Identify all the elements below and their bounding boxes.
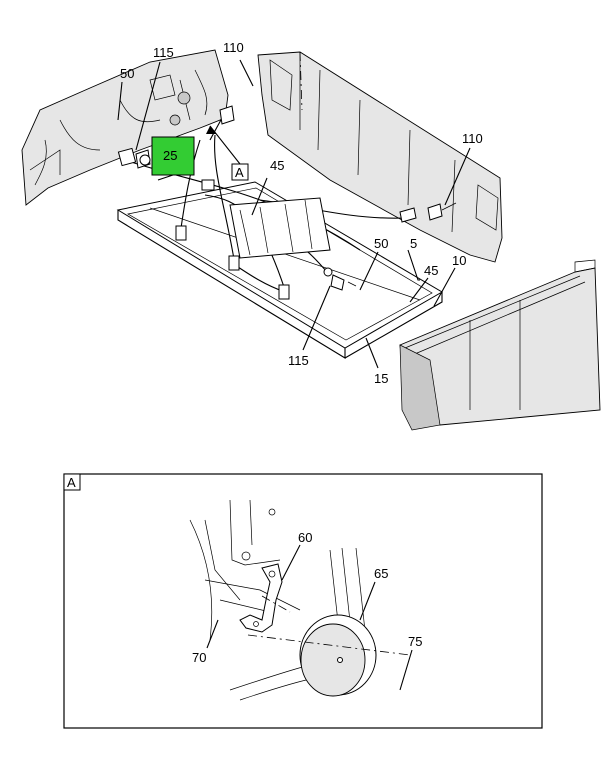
callout-view-ref[interactable]: A xyxy=(235,165,244,180)
callout-110-top[interactable]: 110 xyxy=(223,40,244,55)
lower-connector xyxy=(323,267,357,291)
detail-label[interactable]: A xyxy=(67,475,76,490)
callout-10[interactable]: 10 xyxy=(452,253,466,268)
callout-70[interactable]: 70 xyxy=(192,650,206,665)
callout-50-left[interactable]: 50 xyxy=(120,66,134,81)
callout-50-mid[interactable]: 50 xyxy=(374,236,388,251)
callout-45-top[interactable]: 45 xyxy=(270,158,284,173)
callout-115-bottom[interactable]: 115 xyxy=(288,353,309,368)
detail-label-box xyxy=(63,473,81,491)
callout-5[interactable]: 5 xyxy=(410,236,417,251)
front-skirt-panel xyxy=(399,259,601,431)
callout-45-mid[interactable]: 45 xyxy=(424,263,438,278)
callout-75[interactable]: 75 xyxy=(408,634,422,649)
highlighted-part-25[interactable] xyxy=(151,136,195,176)
right-bracket-connector xyxy=(427,202,457,221)
callout-15[interactable]: 15 xyxy=(374,371,388,386)
left-connector-assembly xyxy=(117,147,151,169)
callout-25[interactable]: 25 xyxy=(163,148,177,163)
detail-view-a: A 60 65 70 75 xyxy=(63,473,543,729)
harness-wrap xyxy=(229,197,331,259)
leader-lines xyxy=(117,59,471,369)
callout-110-right[interactable]: 110 xyxy=(462,131,483,146)
left-rear-wall-panel xyxy=(21,49,229,206)
detail-frame xyxy=(63,473,543,729)
callout-65[interactable]: 65 xyxy=(374,566,388,581)
callout-115-top[interactable]: 115 xyxy=(153,45,174,60)
harness-clips xyxy=(175,105,417,300)
callout-60[interactable]: 60 xyxy=(298,530,312,545)
main-assembly-view: 25 A 115 110 50 45 110 50 5 45 10 xyxy=(21,40,601,431)
